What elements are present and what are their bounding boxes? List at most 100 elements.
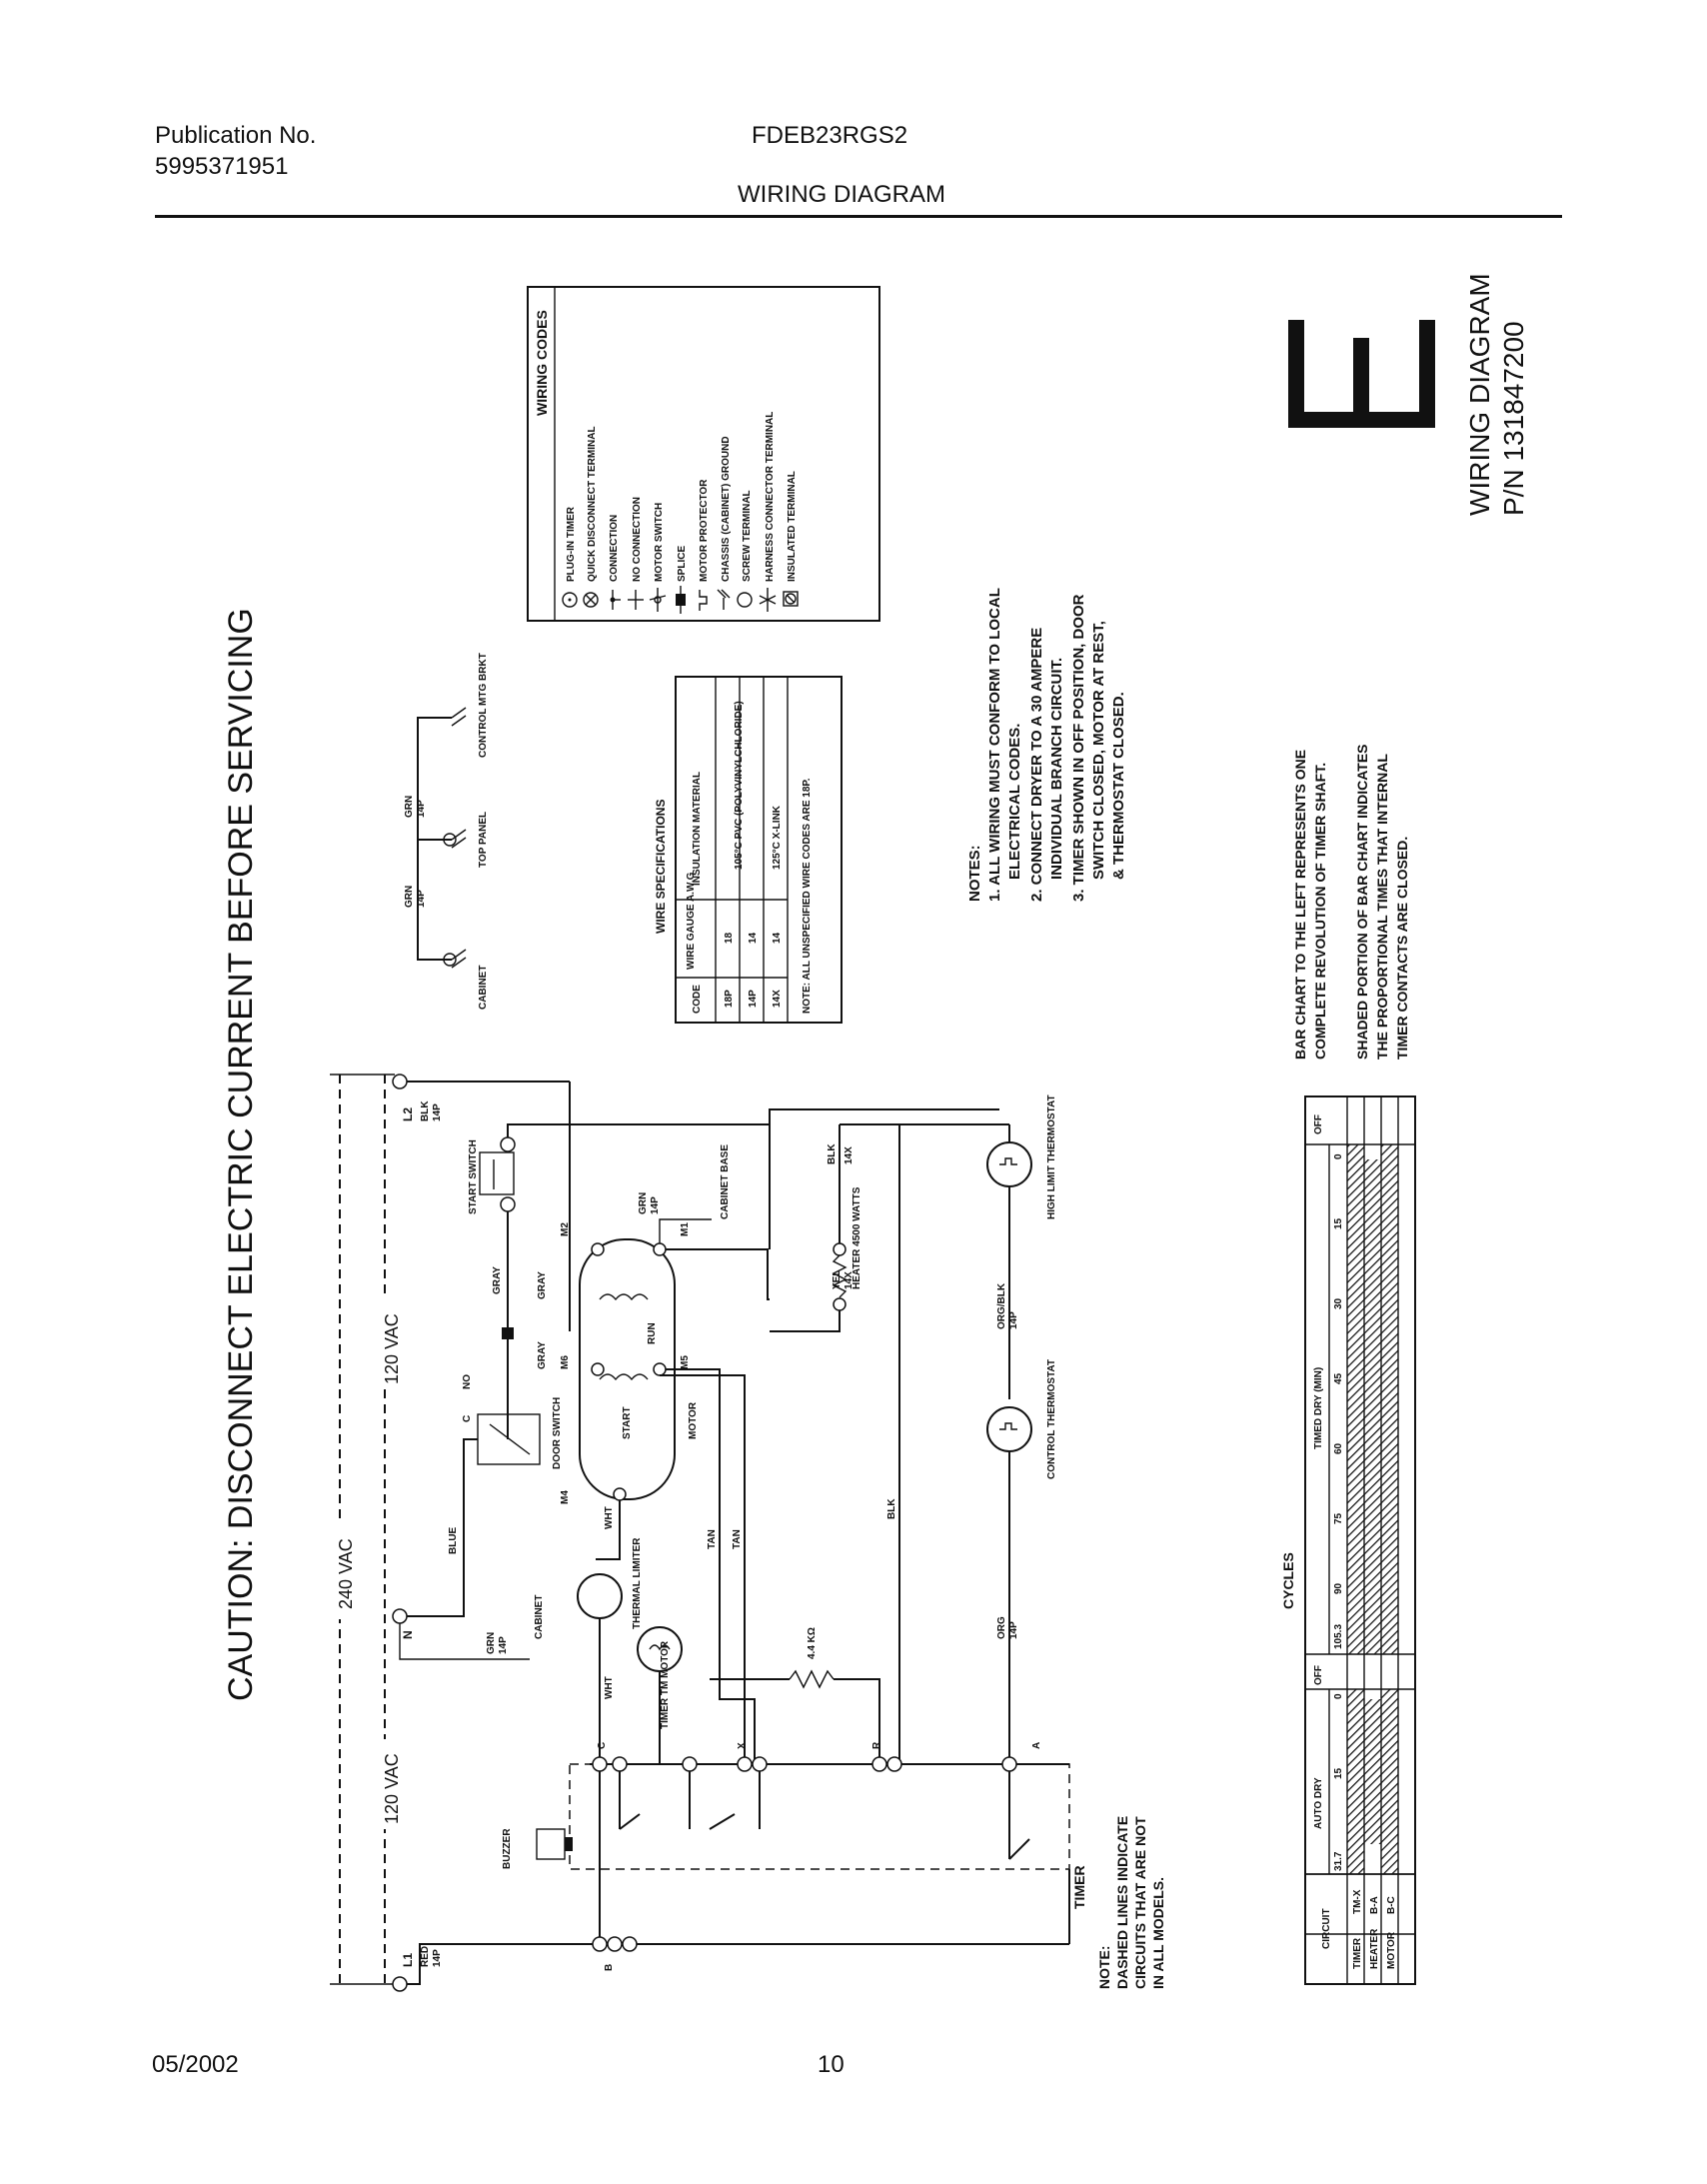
- svg-text:GRN: GRN: [404, 886, 415, 908]
- svg-text:14P: 14P: [432, 1949, 443, 1967]
- ground-block: GRN 14P GRN 14P CABINET TOP PANEL CONTRO…: [404, 653, 489, 1010]
- schematic: L1 RED 14P L2 BLK 14P N START SWITCH GRA…: [392, 1074, 1087, 1992]
- svg-text:90: 90: [1333, 1582, 1344, 1594]
- splice-icon: [676, 586, 686, 614]
- svg-text:IN ALL MODELS.: IN ALL MODELS.: [1150, 1877, 1166, 1989]
- svg-text:1. ALL WIRING MUST CONFORM TO: 1. ALL WIRING MUST CONFORM TO LOCAL: [986, 588, 1003, 902]
- svg-text:30: 30: [1333, 1297, 1344, 1309]
- svg-text:0: 0: [1333, 1153, 1344, 1159]
- svg-text:14: 14: [772, 932, 783, 944]
- wire-specifications-table: WIRE SPECIFICATIONS CODE WIRE GAUGE A.W.…: [654, 676, 843, 1024]
- ground-top-panel-symbol: [443, 829, 467, 849]
- svg-text:TIMER CONTACTS ARE CLOSED.: TIMER CONTACTS ARE CLOSED.: [1394, 837, 1410, 1060]
- connection-icon: [610, 590, 621, 610]
- insulated-terminal-icon: [783, 591, 799, 607]
- svg-text:TIMER: TIMER: [1071, 1865, 1087, 1909]
- svg-text:L1: L1: [401, 1953, 415, 1967]
- svg-text:CIRCUIT: CIRCUIT: [1321, 1908, 1332, 1949]
- svg-text:BLUE: BLUE: [448, 1526, 459, 1554]
- svg-text:TIMER: TIMER: [1352, 1937, 1363, 1969]
- high-limit-thermostat: [986, 1141, 1032, 1187]
- svg-text:THERMAL LIMITER: THERMAL LIMITER: [632, 1537, 643, 1629]
- svg-text:TIMED DRY (MIN): TIMED DRY (MIN): [1313, 1367, 1324, 1449]
- diagram-part-number: P/N 131847200: [1498, 321, 1529, 516]
- svg-text:GRN: GRN: [486, 1632, 497, 1654]
- svg-text:HEATER: HEATER: [1369, 1928, 1380, 1969]
- l2-terminal: [392, 1074, 408, 1090]
- plug-in-timer-icon: [562, 592, 578, 608]
- svg-text:M1: M1: [680, 1222, 691, 1236]
- svg-text:NOTE:: NOTE:: [1096, 1945, 1112, 1989]
- svg-text:START SWITCH: START SWITCH: [468, 1139, 479, 1214]
- wiring-codes-legend: WIRING CODES PLUG-IN TIMER QUICK DISCONN…: [527, 286, 880, 622]
- cycles-title: CYCLES: [1280, 1552, 1296, 1609]
- svg-text:18: 18: [724, 932, 735, 944]
- publication-label: Publication No.: [155, 122, 317, 149]
- svg-text:TM-X: TM-X: [1352, 1889, 1363, 1914]
- svg-text:OFF: OFF: [1313, 1114, 1324, 1134]
- svg-text:B: B: [604, 1964, 615, 1971]
- motor-bar-auto: [1381, 1689, 1398, 1874]
- svg-text:GRAY: GRAY: [537, 1341, 548, 1369]
- svg-text:MOTOR PROTECTOR: MOTOR PROTECTOR: [699, 479, 710, 582]
- voltage-240: 240 VAC: [336, 1538, 356, 1609]
- svg-text:TOP PANEL: TOP PANEL: [478, 812, 489, 868]
- svg-text:N: N: [401, 1630, 415, 1639]
- svg-text:SWITCH CLOSED, MOTOR AT REST,: SWITCH CLOSED, MOTOR AT REST,: [1090, 621, 1107, 880]
- door-switch: C NO DOOR SWITCH: [462, 1374, 563, 1469]
- model-number: FDEB23RGS2: [752, 122, 908, 149]
- svg-text:14X: 14X: [772, 990, 783, 1008]
- svg-text:C: C: [597, 1742, 608, 1749]
- motor-bar-timed: [1381, 1144, 1398, 1654]
- svg-text:A: A: [1031, 1742, 1042, 1749]
- svg-text:125°C X-LINK: 125°C X-LINK: [772, 805, 783, 870]
- svg-text:60: 60: [1333, 1442, 1344, 1454]
- svg-text:CABINET BASE: CABINET BASE: [720, 1144, 731, 1219]
- svg-text:CIRCUITS THAT ARE NOT: CIRCUITS THAT ARE NOT: [1132, 1816, 1148, 1989]
- chassis-ground-icon: [717, 589, 731, 610]
- ground-cabinet-symbol: [443, 949, 467, 969]
- footer-date: 05/2002: [152, 2051, 239, 2078]
- svg-text:14P: 14P: [650, 1196, 661, 1214]
- svg-text:TAN: TAN: [707, 1529, 718, 1549]
- dashed-lines-note: NOTE: DASHED LINES INDICATE CIRCUITS THA…: [1096, 1816, 1166, 1989]
- svg-text:CABINET: CABINET: [478, 966, 489, 1010]
- svg-text:MOTOR SWITCH: MOTOR SWITCH: [654, 503, 665, 582]
- svg-text:THE PROPORTIONAL TIMES THAT IN: THE PROPORTIONAL TIMES THAT INTERNAL: [1374, 754, 1390, 1060]
- svg-text:BLK: BLK: [420, 1100, 431, 1121]
- svg-text:CHASSIS (CABINET) GROUND: CHASSIS (CABINET) GROUND: [721, 436, 732, 582]
- wire-spec-title: WIRE SPECIFICATIONS: [654, 800, 668, 934]
- thermal-limiter: [577, 1573, 623, 1619]
- svg-text:SHADED PORTION OF BAR CHART IN: SHADED PORTION OF BAR CHART INDICATES: [1354, 744, 1370, 1060]
- timer-block: C X R A B TIMER: [407, 1741, 1087, 1985]
- svg-text:R: R: [871, 1741, 882, 1749]
- svg-text:DASHED LINES INDICATE: DASHED LINES INDICATE: [1114, 1816, 1130, 1989]
- cycles-bar-chart: CYCLES CIRCUIT AUTO DRY OFF TIMED DRY (M…: [1280, 1095, 1416, 1985]
- svg-text:CODE: CODE: [692, 985, 703, 1014]
- svg-text:TIMER TM MOTOR: TIMER TM MOTOR: [660, 1640, 671, 1729]
- svg-text:AUTO DRY: AUTO DRY: [1313, 1777, 1324, 1829]
- svg-text:INSULATED TERMINAL: INSULATED TERMINAL: [787, 471, 798, 582]
- splice-node: [502, 1327, 514, 1339]
- svg-text:& THERMOSTAT CLOSED.: & THERMOSTAT CLOSED.: [1110, 692, 1127, 880]
- svg-text:14P: 14P: [416, 800, 427, 818]
- svg-text:WIRE GAUGE A.W.G: WIRE GAUGE A.W.G: [686, 872, 697, 970]
- notes-block: NOTES: 1. ALL WIRING MUST CONFORM TO LOC…: [966, 588, 1127, 902]
- svg-text:14: 14: [748, 932, 759, 944]
- diagram-title: WIRING DIAGRAM: [1464, 273, 1495, 516]
- buzzer: BUZZER: [502, 1828, 573, 1869]
- svg-text:14P: 14P: [432, 1103, 443, 1121]
- svg-text:14X: 14X: [844, 1271, 854, 1289]
- svg-text:14X: 14X: [844, 1146, 854, 1164]
- svg-text:15: 15: [1333, 1767, 1344, 1779]
- svg-text:ORG: ORG: [996, 1616, 1007, 1639]
- wiring-codes-title: WIRING CODES: [534, 310, 550, 416]
- svg-text:QUICK DISCONNECT TERMINAL: QUICK DISCONNECT TERMINAL: [587, 426, 598, 582]
- svg-text:SCREW TERMINAL: SCREW TERMINAL: [742, 490, 753, 582]
- svg-text:NO CONNECTION: NO CONNECTION: [632, 497, 643, 582]
- svg-text:RED: RED: [420, 1946, 431, 1967]
- svg-text:4.4 KΩ: 4.4 KΩ: [807, 1627, 818, 1659]
- svg-text:DOOR SWITCH: DOOR SWITCH: [552, 1397, 563, 1469]
- svg-text:14P: 14P: [748, 990, 759, 1008]
